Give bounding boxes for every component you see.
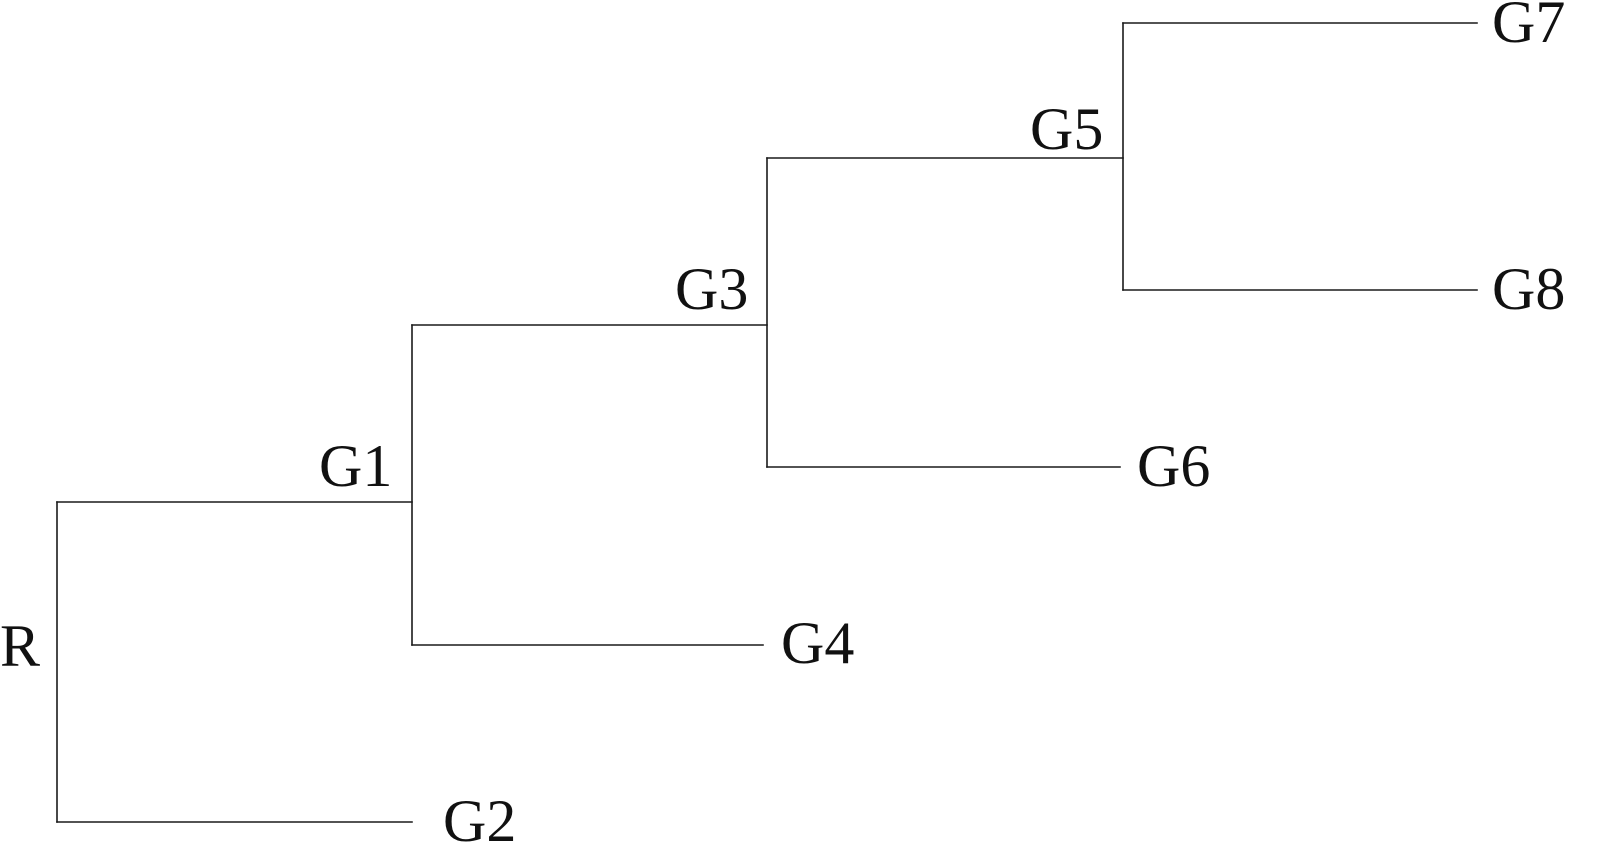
node-label-g6: G6	[1137, 433, 1210, 499]
node-label-g8: G8	[1492, 256, 1565, 322]
node-label-g7: G7	[1492, 0, 1565, 55]
node-labels: R G1 G2 G3 G4 G5 G6 G7 G8	[0, 0, 1565, 854]
node-label-g4: G4	[781, 610, 854, 676]
node-label-g1: G1	[319, 433, 392, 499]
node-label-g3: G3	[675, 256, 748, 322]
node-label-r: R	[0, 613, 40, 679]
node-label-g2: G2	[443, 788, 516, 854]
node-label-g5: G5	[1030, 96, 1103, 162]
branches	[56, 22, 1478, 823]
